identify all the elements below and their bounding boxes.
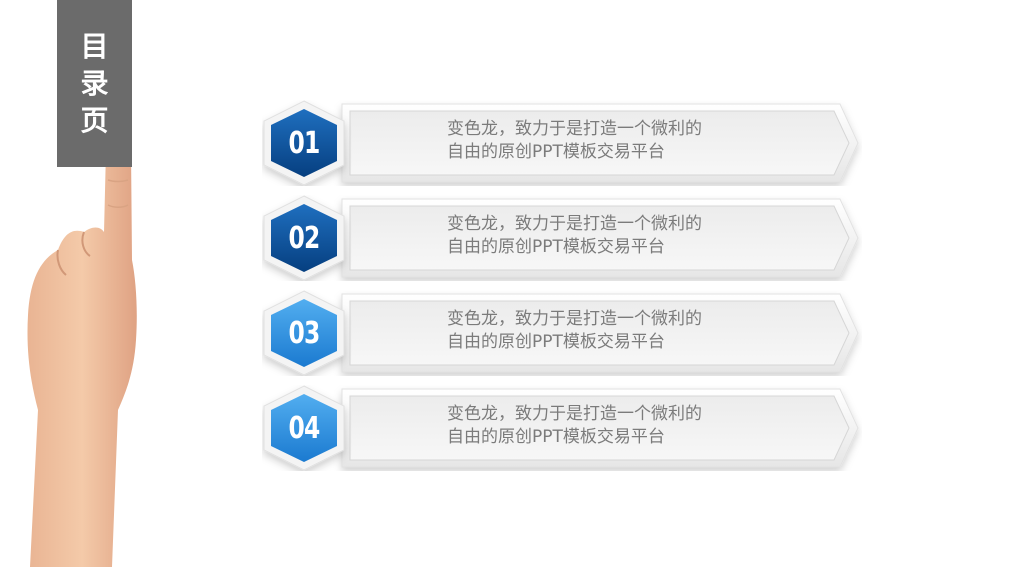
item-text: 变色龙，致力于是打造一个微利的 自由的原创PPT模板交易平台 xyxy=(447,118,777,164)
toc-item-frame xyxy=(263,290,859,376)
item-text-line2: 自由的原创PPT模板交易平台 xyxy=(447,427,665,447)
item-text-line1: 变色龙，致力于是打造一个微利的 xyxy=(447,309,702,329)
item-text: 变色龙，致力于是打造一个微利的 自由的原创PPT模板交易平台 xyxy=(447,213,777,259)
title-char-2: 录 xyxy=(80,67,109,100)
item-number: 02 xyxy=(288,220,320,256)
item-text-line2: 自由的原创PPT模板交易平台 xyxy=(447,332,665,352)
title-char-3: 页 xyxy=(80,104,109,137)
item-text: 变色龙，致力于是打造一个微利的 自由的原创PPT模板交易平台 xyxy=(447,403,777,449)
toc-item-frame xyxy=(263,385,859,471)
item-number: 03 xyxy=(288,315,320,351)
toc-item-frame xyxy=(263,195,859,281)
item-text: 变色龙，致力于是打造一个微利的 自由的原创PPT模板交易平台 xyxy=(447,308,777,354)
toc-item-02[interactable]: 02 变色龙，致力于是打造一个微利的 自由的原创PPT模板交易平台 xyxy=(262,195,862,281)
item-number: 04 xyxy=(288,410,320,446)
item-text-line1: 变色龙，致力于是打造一个微利的 xyxy=(447,404,702,424)
item-text-line1: 变色龙，致力于是打造一个微利的 xyxy=(447,119,702,139)
toc-item-frame xyxy=(263,100,859,186)
item-number: 01 xyxy=(288,125,320,161)
toc-item-01[interactable]: 01 变色龙，致力于是打造一个微利的 自由的原创PPT模板交易平台 xyxy=(262,100,862,186)
item-text-line1: 变色龙，致力于是打造一个微利的 xyxy=(447,214,702,234)
title-char-1: 目 xyxy=(80,30,109,63)
toc-item-03[interactable]: 03 变色龙，致力于是打造一个微利的 自由的原创PPT模板交易平台 xyxy=(262,290,862,376)
toc-item-04[interactable]: 04 变色龙，致力于是打造一个微利的 自由的原创PPT模板交易平台 xyxy=(262,385,862,471)
item-text-line2: 自由的原创PPT模板交易平台 xyxy=(447,142,665,162)
title-tab: 目 录 页 xyxy=(57,0,132,167)
item-text-line2: 自由的原创PPT模板交易平台 xyxy=(447,237,665,257)
